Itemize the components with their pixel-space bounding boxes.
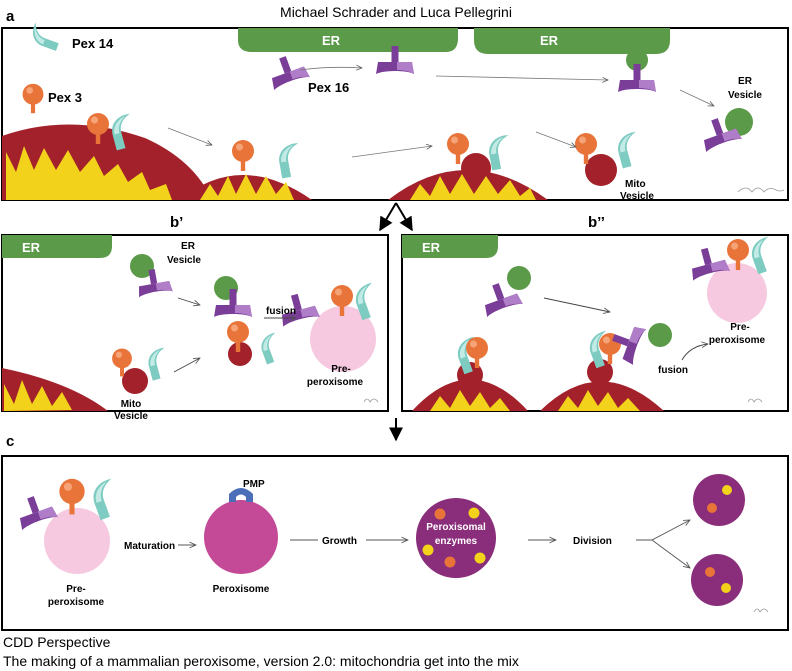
mito-vesicle-b1 — [122, 368, 148, 394]
panel-b1-arrows — [173, 297, 296, 373]
fusion-label-b1: fusion — [266, 306, 296, 317]
pre-label-b1-1: Pre- — [331, 364, 350, 375]
panel-label-b2: b’’ — [588, 214, 605, 231]
panel-label-a: a — [6, 8, 15, 25]
signature-marks — [363, 187, 785, 613]
mitochondrion-b1 — [2, 368, 108, 411]
pre-peroxisome-c — [44, 508, 110, 574]
pre-label-c-2: peroxisome — [48, 597, 105, 608]
division-label: Division — [573, 536, 612, 547]
pre-label-b1-2: peroxisome — [307, 377, 364, 388]
footer-line-2: The making of a mammalian peroxisome, ve… — [3, 653, 519, 669]
mitochondrion-1 — [2, 124, 212, 200]
er-vesicle-label-a1: ER — [738, 76, 753, 87]
er-band-1 — [238, 28, 458, 52]
mito-vesicle-label-b1-2: Vesicle — [114, 411, 148, 422]
mito-vesicle-a — [585, 154, 617, 186]
er-vesicle-label-b1-1: ER — [181, 241, 196, 252]
er-label-b2: ER — [422, 240, 441, 255]
panel-label-b1: b’ — [170, 214, 183, 231]
panel-c-frame — [1, 455, 789, 631]
er-vesicle-a — [725, 108, 753, 136]
mito-vesicle-label-a2: Vesicle — [620, 191, 654, 202]
peroxisome-label: Peroxisome — [213, 584, 270, 595]
er-label-b1: ER — [22, 240, 41, 255]
mitochondrion-b2-2 — [540, 359, 664, 411]
fusion-label-b2: fusion — [658, 365, 688, 376]
panel-b2-arrows — [543, 297, 708, 361]
pex14-label: Pex 14 — [72, 36, 114, 51]
er-label-2: ER — [540, 33, 559, 48]
pmp-label: PMP — [243, 479, 265, 490]
growth-label: Growth — [322, 536, 357, 547]
pre-peroxisome-b2 — [707, 263, 767, 323]
perox-enzymes-label-2: enzymes — [435, 536, 478, 547]
division-arrows — [636, 520, 690, 568]
pre-peroxisome-b1 — [310, 306, 376, 372]
mitochondrion-3 — [388, 153, 548, 200]
perox-enzymes-label-1: Peroxisomal — [426, 522, 486, 533]
daughter-peroxisome-2 — [691, 554, 743, 606]
mito-vesicle-label-a1: Mito — [625, 179, 646, 190]
authors: Michael Schrader and Luca Pellegrini — [280, 4, 512, 20]
pmp-protein — [229, 488, 253, 502]
panel-a-arrows — [167, 67, 714, 158]
mito-vesicle-label-b1-1: Mito — [121, 399, 142, 410]
panel-label-c: c — [6, 433, 14, 450]
peroxisome — [204, 500, 278, 574]
pre-label-b2-1: Pre- — [730, 322, 749, 333]
er-vesicle-label-a2: Vesicle — [728, 90, 762, 101]
pre-label-b2-2: peroxisome — [709, 335, 766, 346]
fork-arrows — [379, 202, 413, 232]
daughter-peroxisome-1 — [693, 474, 745, 526]
maturation-label: Maturation — [124, 541, 175, 552]
er-label-1: ER — [322, 33, 341, 48]
mitochondrion-2 — [180, 174, 312, 200]
footer-line-1: CDD Perspective — [3, 634, 111, 650]
pex16-label: Pex 16 — [308, 80, 349, 95]
er-band-2 — [474, 28, 670, 54]
er-vesicle-label-b1-2: Vesicle — [167, 255, 201, 266]
pre-label-c-1: Pre- — [66, 584, 85, 595]
pex3-label: Pex 3 — [48, 90, 82, 105]
